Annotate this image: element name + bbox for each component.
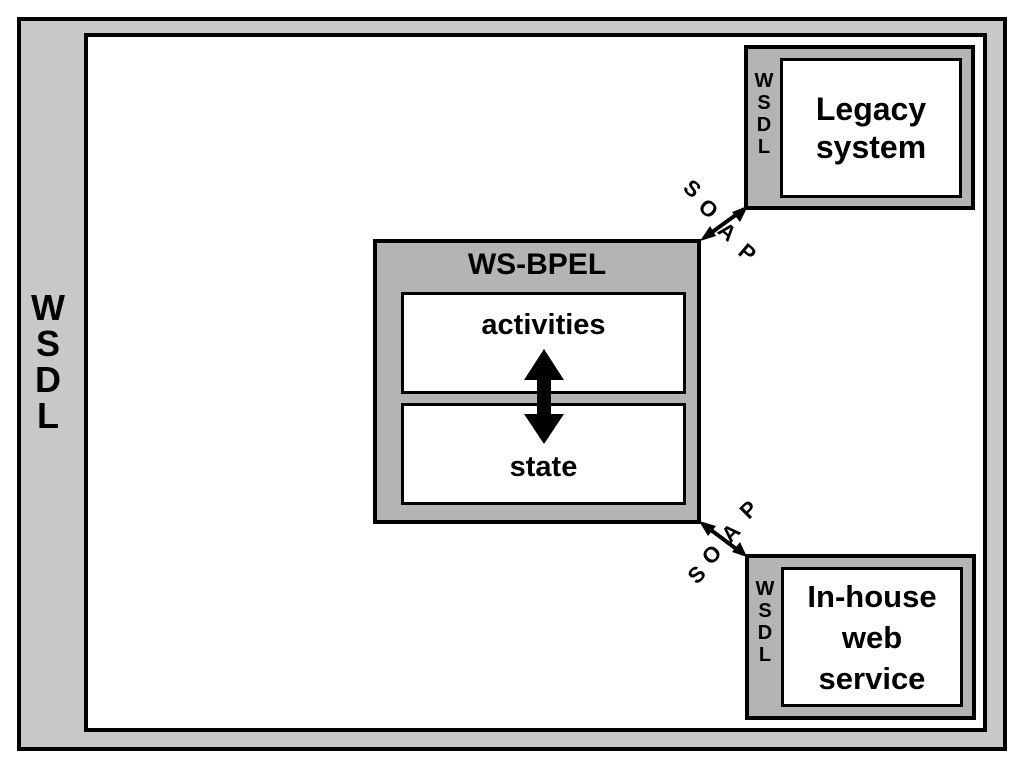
- inhouse-label-line: service: [818, 660, 926, 696]
- state-box: state: [401, 403, 686, 505]
- soap-arrow-legacy: [700, 206, 748, 241]
- inhouse-wsdl-letter: L: [758, 644, 772, 666]
- state-label: state: [509, 451, 578, 483]
- inhouse-service-box: In-house web service: [781, 567, 963, 707]
- inhouse-wsdl-letter: W: [755, 578, 775, 600]
- legacy-label-line: system: [815, 129, 927, 165]
- ws-bpel-title: WS-BPEL: [467, 248, 607, 281]
- legacy-wsdl-letter: D: [756, 114, 772, 136]
- inhouse-label-line: web: [841, 619, 903, 655]
- legacy-system-box: Legacy system: [780, 58, 962, 198]
- soap-arrow-inhouse: [699, 521, 747, 557]
- inhouse-wsdl-letter: S: [758, 600, 772, 622]
- legacy-wsdl-letter: L: [757, 136, 771, 158]
- legacy-wsdl-letter: S: [757, 92, 771, 114]
- outer-wsdl-letter: W: [31, 287, 65, 328]
- inhouse-label-line: In-house: [807, 578, 937, 614]
- outer-wsdl-label: W S D L: [20, 290, 76, 480]
- inhouse-wsdl-letter: D: [757, 622, 773, 644]
- legacy-label-line: Legacy: [815, 91, 927, 127]
- outer-wsdl-letter: L: [37, 395, 59, 436]
- outer-wsdl-letter: D: [35, 359, 61, 400]
- activities-state-arrow: [524, 349, 564, 444]
- activities-label: activities: [481, 309, 606, 341]
- outer-wsdl-letter: S: [35, 323, 60, 364]
- legacy-wsdl-letter: W: [754, 70, 774, 92]
- legacy-wsdl-label: W S D L: [750, 70, 778, 180]
- inhouse-wsdl-label: W S D L: [751, 578, 779, 688]
